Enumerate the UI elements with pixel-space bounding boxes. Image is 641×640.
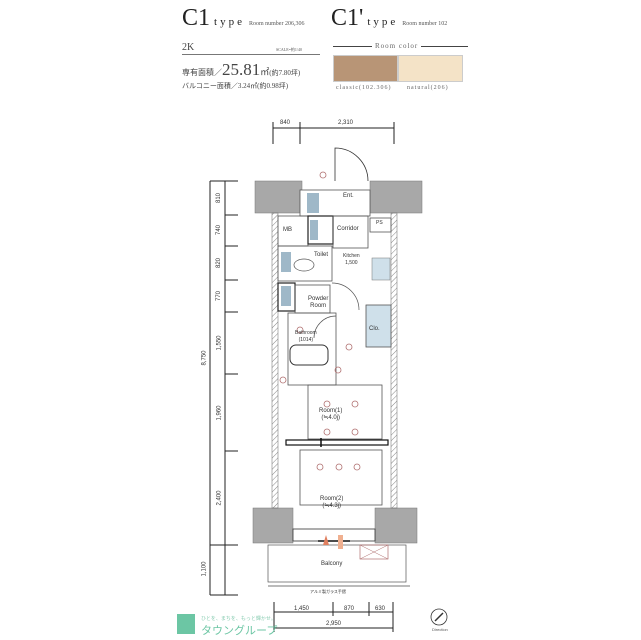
label-corridor: Corridor: [337, 226, 359, 232]
left-dimensions: [209, 180, 238, 596]
type-alt-title: C1' type Room number 102: [331, 5, 447, 32]
type-main-code: C1: [182, 5, 211, 31]
dim-left-7: 2,400: [216, 490, 223, 506]
dim-left-1: 810: [216, 192, 223, 204]
dim-bottom-2: 870: [344, 606, 355, 612]
dim-left-4: 770: [216, 290, 223, 302]
area-tsubo: (約7.80坪): [269, 69, 301, 77]
label-bathroom-name: Bathroom: [295, 330, 317, 336]
label-powder-room: Powder Room: [308, 296, 329, 309]
type-main-rooms: Room number 206,306: [248, 21, 305, 27]
swatch-natural[interactable]: [398, 55, 463, 82]
brand-name: タウングループ: [201, 624, 278, 637]
scale-note: SCALE=約1/40: [276, 47, 303, 52]
dim-bottom-total: 2,950: [326, 621, 342, 627]
compass-label: Direction: [432, 627, 448, 632]
dim-top-1: 840: [280, 120, 291, 126]
dim-bottom-3: 630: [375, 606, 386, 612]
label-kitchen-name: Kitchen: [343, 253, 360, 259]
dim-left-5: 1,550: [216, 335, 223, 351]
structural-walls: [252, 180, 423, 544]
dim-bottom-1: 1,450: [294, 606, 310, 612]
label-room1-name: Room(1): [319, 408, 343, 414]
dim-left-total: 8,750: [201, 350, 208, 366]
type-main-title: C1 type Room number 206,306: [182, 5, 304, 32]
brand-logo-icon: [177, 614, 195, 634]
label-room2-name: Room(2): [320, 496, 344, 502]
swatch-classic-label: classic(102.306): [336, 85, 392, 91]
label-ps: PS: [376, 220, 383, 226]
swatch-natural-label: natural(206): [407, 85, 449, 91]
label-railing-note: アルミ製ガラス手摺: [310, 589, 346, 594]
layout-type: 2K: [182, 42, 195, 53]
dim-left-3: 820: [216, 257, 223, 269]
label-bathroom: Bathroom (1014): [295, 330, 317, 344]
compass-icon: [430, 608, 448, 626]
type-alt-suffix: type: [367, 16, 399, 28]
room-color-title: Room color: [372, 42, 422, 50]
dim-left-2: 740: [216, 224, 223, 236]
area-unit: ㎡: [260, 67, 270, 77]
label-entrance: Ent.: [343, 193, 354, 199]
label-kitchen: Kitchen 1,500: [343, 253, 360, 267]
label-toilet: Toilet: [314, 252, 329, 258]
label-kitchen-size: 1,500: [345, 260, 358, 266]
dim-left-6: 1,960: [216, 405, 223, 421]
dim-left-8: 1,100: [201, 561, 208, 577]
balcony-area: バルコニー面積／3.24㎡(約0.98坪): [182, 82, 289, 90]
type-main-suffix: type: [214, 16, 245, 28]
type-alt-rooms: Room number 102: [402, 21, 448, 27]
label-room2: Room(2) (≒4.3j): [320, 496, 343, 510]
label-bathroom-size: (1014): [298, 337, 314, 343]
label-room2-size: (≒4.3j): [322, 503, 342, 509]
label-room1-size: (≒4.0j): [321, 415, 341, 421]
swatch-classic[interactable]: [333, 55, 398, 82]
label-closet: Clo.: [369, 326, 380, 332]
type-alt-code: C1': [331, 5, 364, 31]
bottom-dimensions: [273, 602, 394, 632]
area-value: 25.81: [222, 60, 261, 79]
label-mb: MB: [283, 227, 292, 233]
area-label: 専有面積／: [182, 68, 222, 77]
label-room1: Room(1) (≒4.0j): [319, 408, 342, 422]
header-divider: [182, 54, 320, 55]
area-line: 専有面積／25.81㎡(約7.80坪): [182, 60, 300, 80]
top-dimensions: [272, 122, 395, 144]
dim-top-2: 2,310: [338, 120, 354, 126]
brand-tagline: ひとを、まちを、もっと輝かせ。: [201, 616, 276, 622]
label-balcony: Balcony: [321, 561, 343, 567]
